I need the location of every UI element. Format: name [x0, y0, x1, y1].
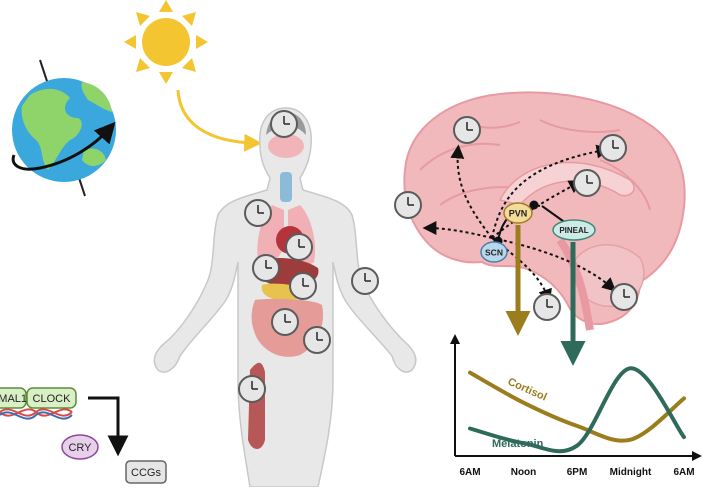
- bmal1-box: [0, 387, 27, 409]
- pineal-node: [552, 219, 596, 241]
- ccgs-box: [125, 460, 167, 484]
- brain: PVN SCN PINEAL: [394, 91, 686, 331]
- molecular-clock: BMAL1 CLOCK CRY CCGs: [0, 387, 167, 484]
- x-tick-label: 6AM: [459, 467, 480, 478]
- x-tick-label: 6PM: [567, 467, 588, 478]
- scn-node: [480, 241, 508, 263]
- pvn-label: PVN: [509, 209, 528, 219]
- pvn-node: [503, 202, 533, 224]
- cry-label: CRY: [68, 442, 92, 454]
- pineal-label: PINEAL: [559, 226, 588, 235]
- clock-label: CLOCK: [33, 393, 72, 405]
- cry-box: [61, 434, 99, 460]
- x-tick-label: 6AM: [673, 467, 694, 478]
- series-label-melatonin: Melatonin: [492, 438, 544, 450]
- rhythm-chart: Cortisol Melatonin 6AM Noon 6PM Midnight 6AM: [450, 334, 702, 478]
- x-tick-label: Midnight: [610, 467, 652, 478]
- series-line-cortisol: [468, 370, 686, 443]
- sun-icon: [124, 0, 208, 84]
- bmal1-label: BMAL1: [0, 393, 27, 405]
- target-arrow: [88, 396, 129, 457]
- human-body: [153, 107, 417, 488]
- series-line-melatonin: [468, 366, 686, 454]
- clock-box: [26, 387, 77, 409]
- earth-icon: [11, 59, 116, 197]
- dna-strand: [0, 408, 73, 417]
- ccgs-label: CCGs: [131, 467, 161, 479]
- x-tick-label: Noon: [511, 467, 537, 478]
- series-label-cortisol: Cortisol: [506, 376, 549, 404]
- light-arrow: [176, 89, 263, 152]
- scn-label: SCN: [485, 248, 503, 258]
